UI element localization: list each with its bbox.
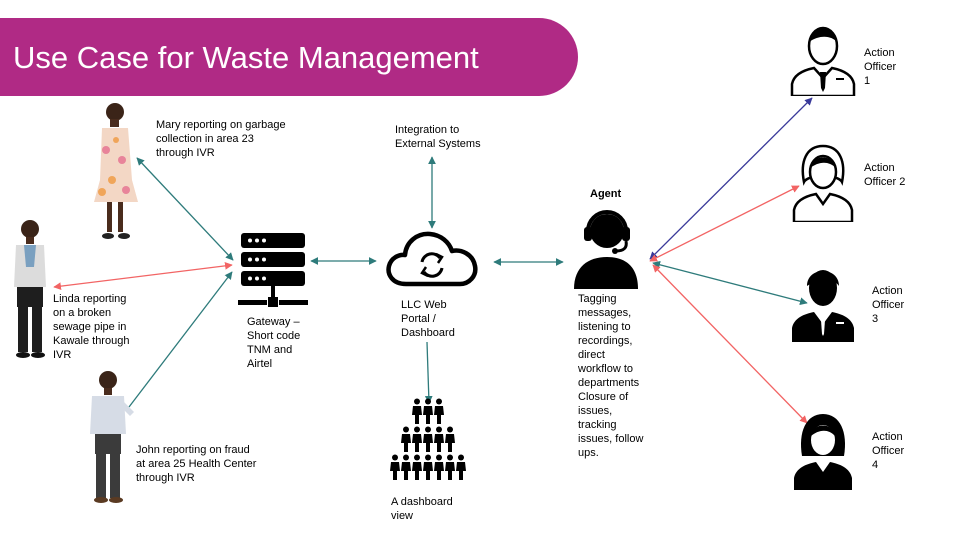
- crowd-person-icon: [434, 426, 444, 452]
- officer2-person-icon: [792, 144, 854, 222]
- gateway-label: Gateway – Short code TNM and Airtel: [247, 316, 301, 370]
- officer4-person-icon: [794, 414, 852, 490]
- mary-label: Mary reporting on garbage collection in …: [156, 119, 286, 159]
- arrow-linda-gateway: [53, 261, 233, 291]
- server-icon: [238, 233, 308, 307]
- crowd-person-icon: [401, 454, 411, 480]
- arrow-agent-officer1: [649, 97, 813, 260]
- crowd-person-icon: [423, 454, 433, 480]
- mary-photo: [94, 103, 138, 239]
- arrow-agent-officer2: [649, 185, 800, 262]
- cloud-sync-icon: [386, 231, 478, 287]
- integration-label: Integration to External Systems: [395, 124, 481, 150]
- linda-label: Linda reporting on a broken sewage pipe …: [53, 293, 130, 361]
- arrow-portal-dashboard: [424, 341, 433, 404]
- crowd-person-icon: [423, 426, 433, 452]
- crowd-person-icon: [434, 454, 444, 480]
- crowd-person-icon: [456, 454, 466, 480]
- officer1-label: Action Officer 1: [864, 47, 897, 87]
- people-group-icon: [390, 398, 466, 480]
- john-photo: [90, 371, 134, 503]
- arrow-agent-officer3: [652, 260, 808, 306]
- linda-photo: [14, 220, 46, 358]
- agent-title: Agent: [590, 188, 622, 200]
- crowd-person-icon: [412, 454, 422, 480]
- crowd-person-icon: [412, 398, 422, 424]
- crowd-person-icon: [390, 454, 400, 480]
- headset-agent-icon: [574, 210, 638, 289]
- crowd-person-icon: [445, 454, 455, 480]
- crowd-person-icon: [412, 426, 422, 452]
- arrow-agent-officer4: [652, 264, 808, 424]
- portal-label: LLC Web Portal / Dashboard: [401, 299, 455, 339]
- page-title: Use Case for Waste Management: [13, 40, 479, 75]
- officer2-label: Action Officer 2: [864, 162, 906, 188]
- arrow-john-gateway: [128, 271, 233, 408]
- crowd-person-icon: [401, 426, 411, 452]
- title-banner: Use Case for Waste Management: [0, 18, 578, 96]
- arrow-mary-gateway: [136, 157, 234, 261]
- dashboard-view-label: A dashboard view: [391, 496, 453, 522]
- agent-tasks-label: Tagging messages, listening to recording…: [578, 293, 644, 459]
- crowd-person-icon: [423, 398, 433, 424]
- john-label: John reporting on fraud at area 25 Healt…: [136, 444, 257, 484]
- crowd-person-icon: [434, 398, 444, 424]
- officer3-label: Action Officer 3: [872, 285, 905, 325]
- officer1-person-icon: [790, 26, 856, 96]
- crowd-person-icon: [445, 426, 455, 452]
- officer4-label: Action Officer 4: [872, 431, 905, 471]
- officer3-person-icon: [792, 270, 854, 342]
